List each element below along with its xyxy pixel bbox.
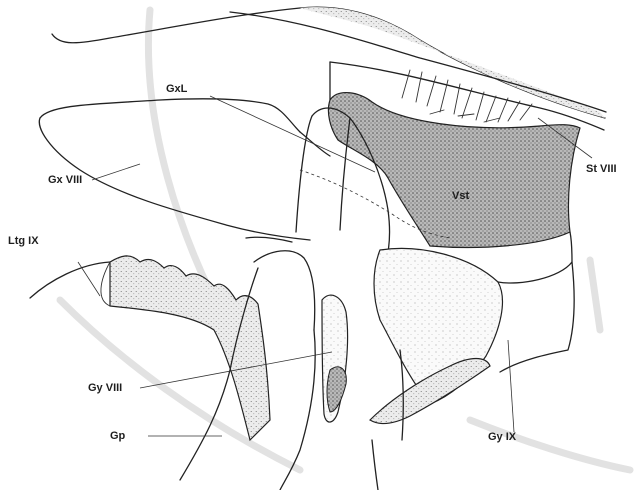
label-ltg-ix: Ltg IX (8, 235, 39, 247)
laterotergite-ix (30, 256, 270, 440)
gonapophysis-viii (322, 295, 348, 422)
label-st-viii: St VIII (586, 163, 617, 175)
gonocoxite-viii (39, 99, 330, 240)
label-gp: Gp (110, 430, 126, 442)
label-vst: Vst (452, 190, 469, 202)
label-gx-viii: Gx VIII (48, 174, 82, 186)
label-gy-ix: Gy IX (488, 431, 517, 443)
label-gxl: GxL (166, 83, 188, 95)
label-gy-viii: Gy VIII (88, 382, 122, 394)
ventral-sternite (328, 93, 580, 248)
medial-body (374, 232, 574, 404)
